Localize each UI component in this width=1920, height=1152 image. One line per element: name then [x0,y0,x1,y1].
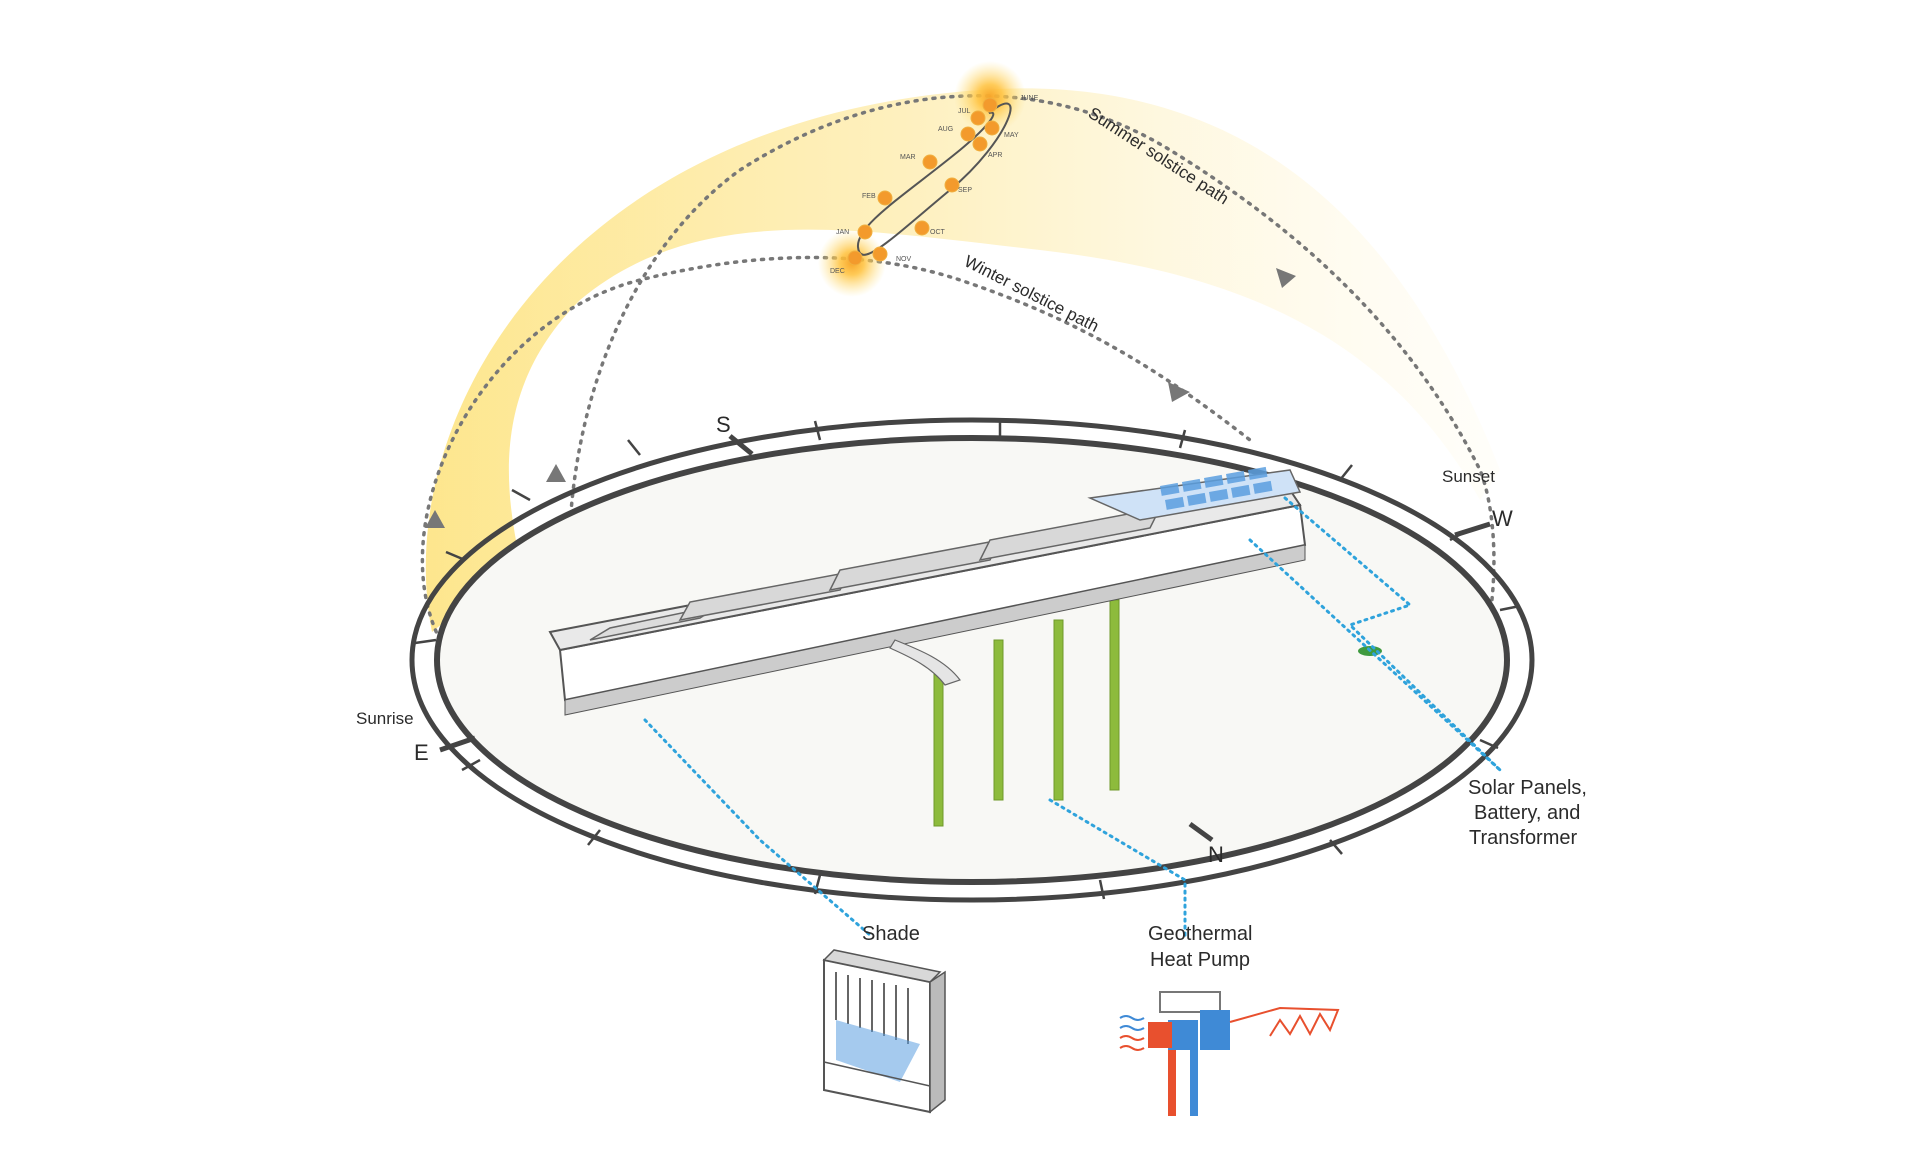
winter-solstice-path [420,255,1252,642]
solar-panel-array [1160,466,1273,510]
compass-bar-west [1454,521,1491,538]
month-label-apr: APR [988,152,1002,159]
heat-pump-icon [1119,991,1340,1116]
winter-path-arrow [1168,382,1190,402]
callout-solar-line-1: Solar Panels, [1468,777,1587,799]
compass-bar-east [439,735,476,753]
sunrise-arrow-winter [425,510,445,528]
month-label-jul: JUL [958,108,971,115]
sunrise-arrow-summer [546,464,566,482]
month-label-feb: FEB [862,193,876,200]
compass-bar-south [728,434,754,456]
compass-east-label: E [414,740,429,765]
month-label-aug: AUG [938,126,953,133]
callout-shade: Shade [862,923,920,945]
school-building [548,466,1307,716]
winter-solstice-label: Winter solstice path [961,252,1102,336]
month-label-oct: OCT [930,229,946,236]
compass-west-label: W [1492,506,1513,531]
month-label-dec: DEC [830,268,845,275]
sunrise-label: Sunrise [356,709,414,728]
month-label-nov: NOV [896,256,912,263]
summer-path-arrow [1276,268,1296,288]
month-label-jan: JAN [836,229,849,236]
month-label-sep: SEP [958,187,972,194]
site-ground-outer-ring [409,417,1535,903]
month-label-mar: MAR [900,154,916,161]
month-label-may: MAY [1004,132,1019,139]
callout-solar-line-2: Battery, and [1474,802,1580,824]
shade-louver-icon [822,949,946,1114]
sky-band [425,88,1500,633]
sunset-label: Sunset [1442,467,1495,486]
callout-geothermal-line-1: Geothermal [1148,923,1253,945]
analemma: JUNE JUL MAY AUG APR MAR SEP FEB OCT JAN… [818,61,1039,297]
callout-geothermal: Geothermal Heat Pump [1148,923,1253,971]
callout-geothermal-line-2: Heat Pump [1150,949,1250,971]
callout-solar-line-3: Transformer [1469,827,1578,849]
callout-leaders [643,496,1502,942]
compass-south-label: S [716,412,731,437]
compass-bar-north [1188,821,1214,843]
summer-solstice-path [567,94,1496,812]
callout-solar: Solar Panels, Battery, and Transformer [1468,777,1587,849]
month-label-june: JUNE [1020,95,1039,102]
compass-north-label: N [1208,842,1224,867]
